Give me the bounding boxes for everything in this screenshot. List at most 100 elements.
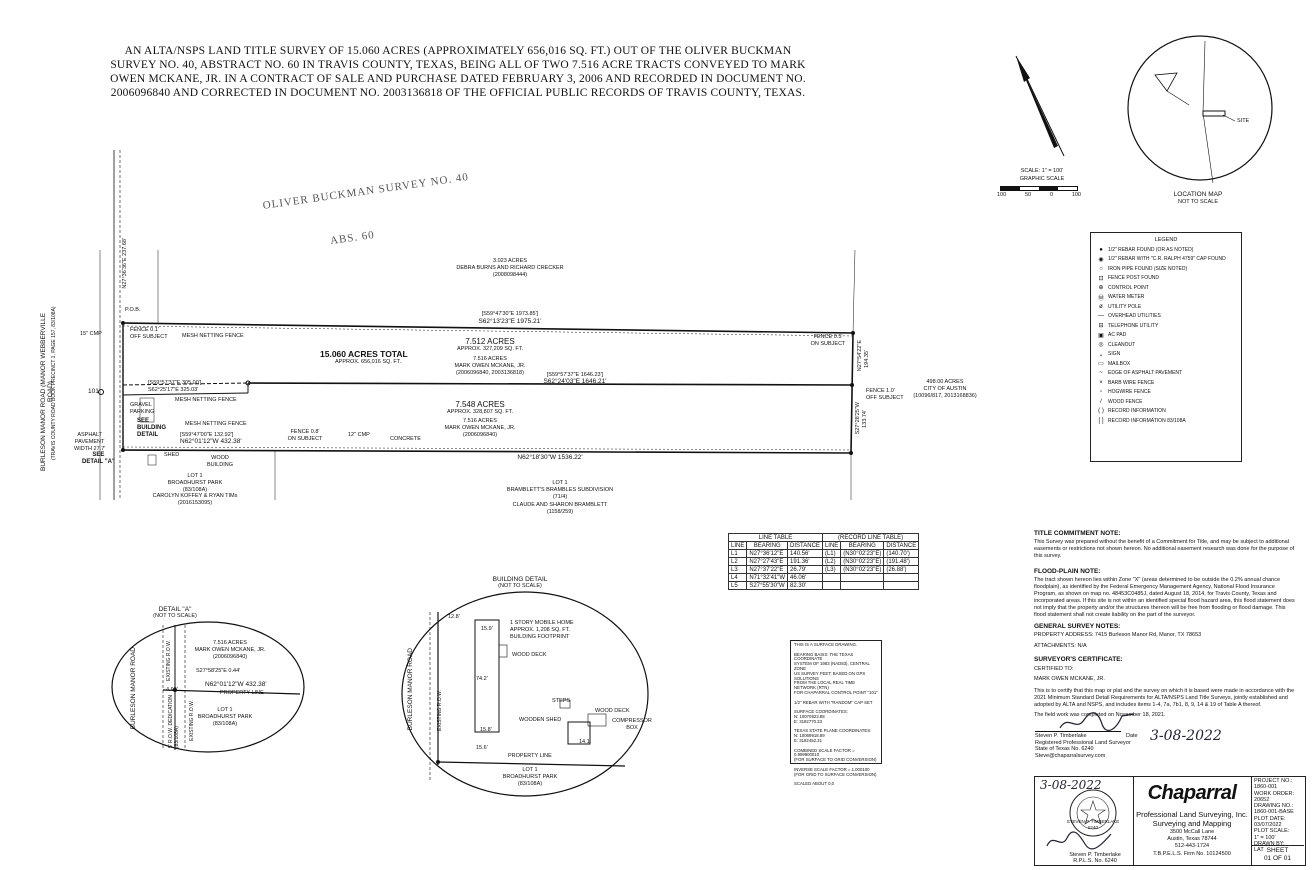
line-table-cell: L3 bbox=[727, 565, 748, 574]
coordinate-notes-box: THIS IS A SURFACE DRAWING.BEARING BASIS:… bbox=[790, 640, 882, 786]
coordinate-note-line: INVERSE SCALE FACTOR = 1.000100 bbox=[794, 766, 870, 772]
building-dim-1: 12.8' bbox=[448, 614, 460, 620]
building-steps: STEPS bbox=[552, 698, 571, 704]
company-address-1: 3500 McCall Lane bbox=[1169, 829, 1215, 835]
signer-name: Steven P. Timberlake bbox=[1035, 733, 1087, 739]
coordinate-note-line: N: 10070923.88 bbox=[794, 713, 825, 719]
line-table-column-header: LINE bbox=[727, 541, 748, 550]
building-row: EXISTING R.O.W. bbox=[437, 690, 443, 731]
legend-text: 1/2" REBAR WITH "C.R. RALPH 4759" CAP FO… bbox=[1108, 256, 1226, 263]
coordinate-note-line: E: 3182452.31 bbox=[794, 737, 822, 743]
legend-symbol-icon: ▫ bbox=[1099, 389, 1103, 396]
attachments-note: ATTACHMENTS: N/A bbox=[1034, 643, 1087, 649]
road-record-label: (TRAVIS COUNTY ROAD BOOK PRECINCT 1, PAG… bbox=[51, 306, 57, 460]
plot-date-label: PLOT DATE: bbox=[1254, 815, 1286, 822]
mesh-fence-note: MESH NETTING FENCE bbox=[182, 333, 244, 339]
notes-column: TITLE COMMITMENT NOTE: This Survey was p… bbox=[1034, 530, 1296, 719]
legend-symbol-icon: ○ bbox=[1099, 265, 1103, 272]
detail-a-lot: LOT 1 BROADHURST PARK (83/108A) bbox=[197, 707, 253, 727]
legend-title: LEGEND bbox=[1154, 237, 1178, 243]
line-table-cell: N71°32'41"W bbox=[746, 573, 789, 582]
surveyor-signature-icon bbox=[1059, 712, 1135, 732]
line-table-cell: 26.79' bbox=[787, 565, 823, 574]
signed-date: 3-08-2022 bbox=[1150, 728, 1222, 744]
coordinate-note-line: THIS IS A SURFACE DRAWING. bbox=[794, 642, 858, 647]
legend-text: WOOD FENCE bbox=[1108, 398, 1143, 405]
record-line-table-title: (RECORD LINE TABLE) bbox=[821, 533, 920, 542]
fence-north-note: FENCE 0.1' OFF SUBJECT bbox=[130, 327, 168, 340]
legend-text: CLEANOUT bbox=[1108, 341, 1136, 348]
graphic-scale-ticks: 100 50 0 100 bbox=[997, 192, 1081, 199]
seal-signer-rpls: R.P.L.S. No. 6240 bbox=[1073, 858, 1117, 864]
north-call: S62°13'23"E 1975.21' bbox=[478, 318, 542, 325]
coordinate-note-line: US SURVEY FEET; BASED ON GPS SOLUTIONS bbox=[794, 670, 866, 681]
legend-text: UTILITY POLE bbox=[1108, 303, 1142, 310]
line-table-column-header: BEARING bbox=[840, 541, 885, 550]
coordinate-note-line: E: 3182770.33 bbox=[794, 718, 822, 724]
line-table-cell: 191.36' bbox=[787, 557, 823, 566]
line-table-cell: (L1) bbox=[821, 549, 842, 558]
north-arrow-icon bbox=[1015, 55, 1065, 157]
legend-symbol-icon: ~ bbox=[1099, 370, 1103, 377]
line-table-cell: L2 bbox=[727, 557, 748, 566]
detail-a-row1: EXISTING R.O.W. bbox=[166, 640, 172, 681]
building-property-line: PROPERTY LINE bbox=[508, 753, 552, 759]
control-101-label: 101 bbox=[88, 388, 99, 395]
legend-item: ⊕CONTROL POINT bbox=[1094, 283, 1241, 293]
company-phone: 512-443-1724 bbox=[1174, 843, 1210, 849]
sw-adjoiner-label: LOT 1 BROADHURST PARK (83/108A) bbox=[167, 473, 223, 493]
south-tract-sqft: APPROX. 328,807 SQ. FT. bbox=[446, 409, 514, 415]
fence-east-note-2: FENCE 1.0' OFF SUBJECT bbox=[866, 388, 904, 401]
east-dist-north: 194.35' bbox=[864, 350, 870, 368]
line-table-column-header: LINE bbox=[821, 541, 842, 550]
line-table-cell: N27°27'43"E bbox=[746, 557, 789, 566]
line-table-cell bbox=[883, 573, 920, 582]
concrete-label: CONCRETE bbox=[390, 436, 421, 442]
seal-signature-icon bbox=[1046, 831, 1112, 850]
legend-symbol-icon: ( ) bbox=[1098, 408, 1104, 415]
detail-a-drawing bbox=[111, 621, 305, 753]
west2-call: N62°01'12"W 432.38' bbox=[180, 438, 242, 445]
line-table-cell: (191.48') bbox=[883, 557, 920, 566]
legend-symbol-icon: / bbox=[1100, 398, 1102, 405]
detail-a-distance: 4.93' bbox=[166, 687, 178, 693]
legend-text: HOGWIRE FENCE bbox=[1108, 389, 1151, 396]
legend-text: FENCE POST FOUND bbox=[1108, 275, 1160, 282]
line-table-cell: (N30°02'23"E) bbox=[840, 549, 885, 558]
legend-item: / WOOD FENCE bbox=[1094, 397, 1241, 407]
line-table-cell bbox=[840, 581, 885, 590]
building-home-label: 1 STORY MOBILE HOME APPROX. 1,208 SQ. FT… bbox=[510, 620, 574, 640]
wood-building-label: WOOD BUILDING bbox=[207, 455, 233, 468]
drawing-no: 1860-001-BASE bbox=[1254, 809, 1294, 816]
legend-item: [ ]RECORD INFORMATION 83/108A bbox=[1094, 416, 1241, 426]
title-note-heading: TITLE COMMITMENT NOTE: bbox=[1034, 530, 1121, 537]
legend-item: ⊟TELEPHONE UTILITY bbox=[1094, 321, 1241, 331]
line-table-cell: L5 bbox=[727, 581, 748, 590]
line-table-cell: (L3) bbox=[821, 565, 842, 574]
sw-adjoiner-owner: CAROLYN KOFFEY & RYAN TIMs (2016153095) bbox=[152, 493, 238, 506]
east-adjoiner-label: 498.00 ACRES CITY OF AUSTIN (10096/817, … bbox=[913, 379, 977, 399]
mesh-fence-note-3: MESH NETTING FENCE bbox=[185, 421, 247, 427]
flood-note-body: The tract shown hereon lies within Zone … bbox=[1034, 577, 1295, 618]
legend-symbol-icon: Ⓦ bbox=[1097, 295, 1104, 302]
gravel-parking-label: GRAVEL PARKING bbox=[130, 402, 155, 415]
flood-note-heading: FLOOD-PLAIN NOTE: bbox=[1034, 568, 1101, 575]
building-dim-4: 15.6' bbox=[476, 745, 488, 751]
legend: LEGEND ●1/2" REBAR FOUND (OR AS NOTED)◉1… bbox=[1090, 232, 1242, 462]
location-map bbox=[1127, 35, 1273, 184]
mid-call: S62°24'03"E 1646.21' bbox=[543, 378, 607, 385]
legend-item: ▭MAILBOX bbox=[1094, 359, 1241, 369]
legend-symbol-icon: ⊟ bbox=[1098, 323, 1104, 330]
north-tract-owner: 7.516 ACRES MARK OWEN MCKANE, JR. (20060… bbox=[454, 356, 526, 376]
scale-label: SCALE: 1" = 100' bbox=[1020, 168, 1064, 174]
property-address: PROPERTY ADDRESS: 7415 Burleson Manor Rd… bbox=[1034, 632, 1202, 638]
title-block-divider-1 bbox=[1133, 777, 1134, 865]
detail-a-tract: 7.516 ACRES MARK OWEN MCKANE, JR. (20060… bbox=[194, 640, 266, 660]
asphalt-label: ASPHALT PAVEMENT WIDTH 27.7' bbox=[74, 432, 106, 452]
sheet-number: 01 OF 01 bbox=[1263, 855, 1292, 862]
surveyor-seal-icon bbox=[1069, 789, 1117, 837]
certificate-heading: SURVEYOR'S CERTIFICATE: bbox=[1034, 656, 1123, 663]
